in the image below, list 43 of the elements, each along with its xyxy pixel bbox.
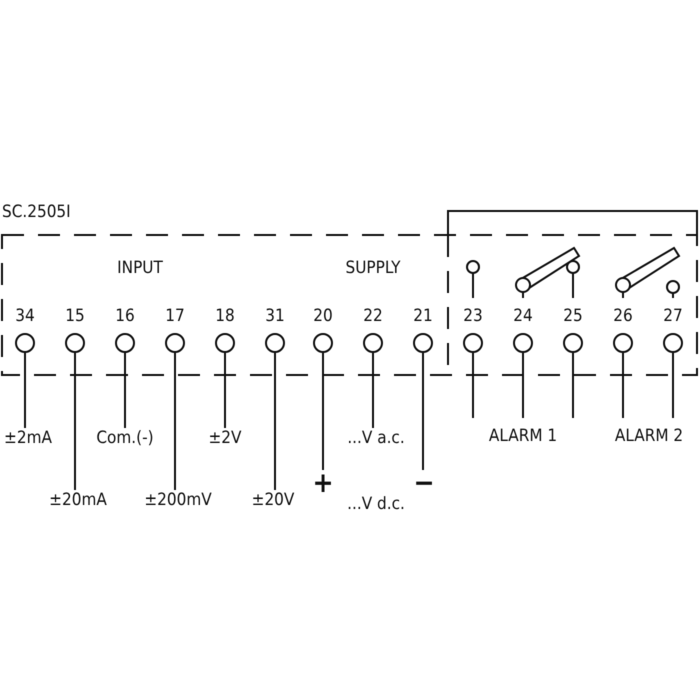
terminal-number: 21 bbox=[412, 306, 434, 326]
wire bbox=[74, 353, 76, 490]
terminal-number: 16 bbox=[114, 306, 136, 326]
terminal-number: 20 bbox=[312, 306, 334, 326]
terminal-number: 17 bbox=[164, 306, 186, 326]
wire bbox=[274, 353, 276, 490]
signal-label: ±20mA bbox=[49, 490, 107, 510]
wire bbox=[472, 353, 474, 418]
terminal-number: 23 bbox=[462, 306, 484, 326]
wire bbox=[522, 353, 524, 418]
enclosure-heading: SC.2505I bbox=[2, 202, 71, 222]
polarity-sign: + bbox=[312, 470, 334, 496]
wire bbox=[174, 353, 176, 490]
signal-label: Com.(-) bbox=[96, 428, 154, 448]
wire bbox=[224, 353, 226, 428]
terminal-number: 18 bbox=[214, 306, 236, 326]
signal-label: ±200mV bbox=[144, 490, 212, 510]
signal-label: ±2mA bbox=[4, 428, 52, 448]
terminal-number: 34 bbox=[14, 306, 36, 326]
terminal-number: 25 bbox=[562, 306, 584, 326]
wire bbox=[372, 353, 374, 428]
wire bbox=[124, 353, 126, 428]
signal-label: ...V a.c. bbox=[347, 428, 405, 448]
section-label: INPUT bbox=[116, 258, 164, 278]
wire bbox=[572, 353, 574, 418]
output-label: ALARM 2 bbox=[614, 426, 684, 446]
terminal-number: 26 bbox=[612, 306, 634, 326]
polarity-sign: − bbox=[413, 470, 435, 496]
wire bbox=[322, 353, 324, 470]
signal-label: ...V d.c. bbox=[346, 494, 406, 514]
wire bbox=[422, 353, 424, 470]
wire bbox=[622, 353, 624, 418]
terminal-number: 31 bbox=[264, 306, 286, 326]
signal-label: ±2V bbox=[208, 428, 242, 448]
section-label: SUPPLY bbox=[344, 258, 402, 278]
wire bbox=[672, 353, 674, 418]
wire bbox=[24, 353, 26, 428]
output-label: ALARM 1 bbox=[488, 426, 558, 446]
terminal-number: 15 bbox=[64, 306, 86, 326]
terminal-number: 27 bbox=[662, 306, 684, 326]
terminal-number: 24 bbox=[512, 306, 534, 326]
terminal-number: 22 bbox=[362, 306, 384, 326]
signal-label: ±20V bbox=[252, 490, 294, 510]
